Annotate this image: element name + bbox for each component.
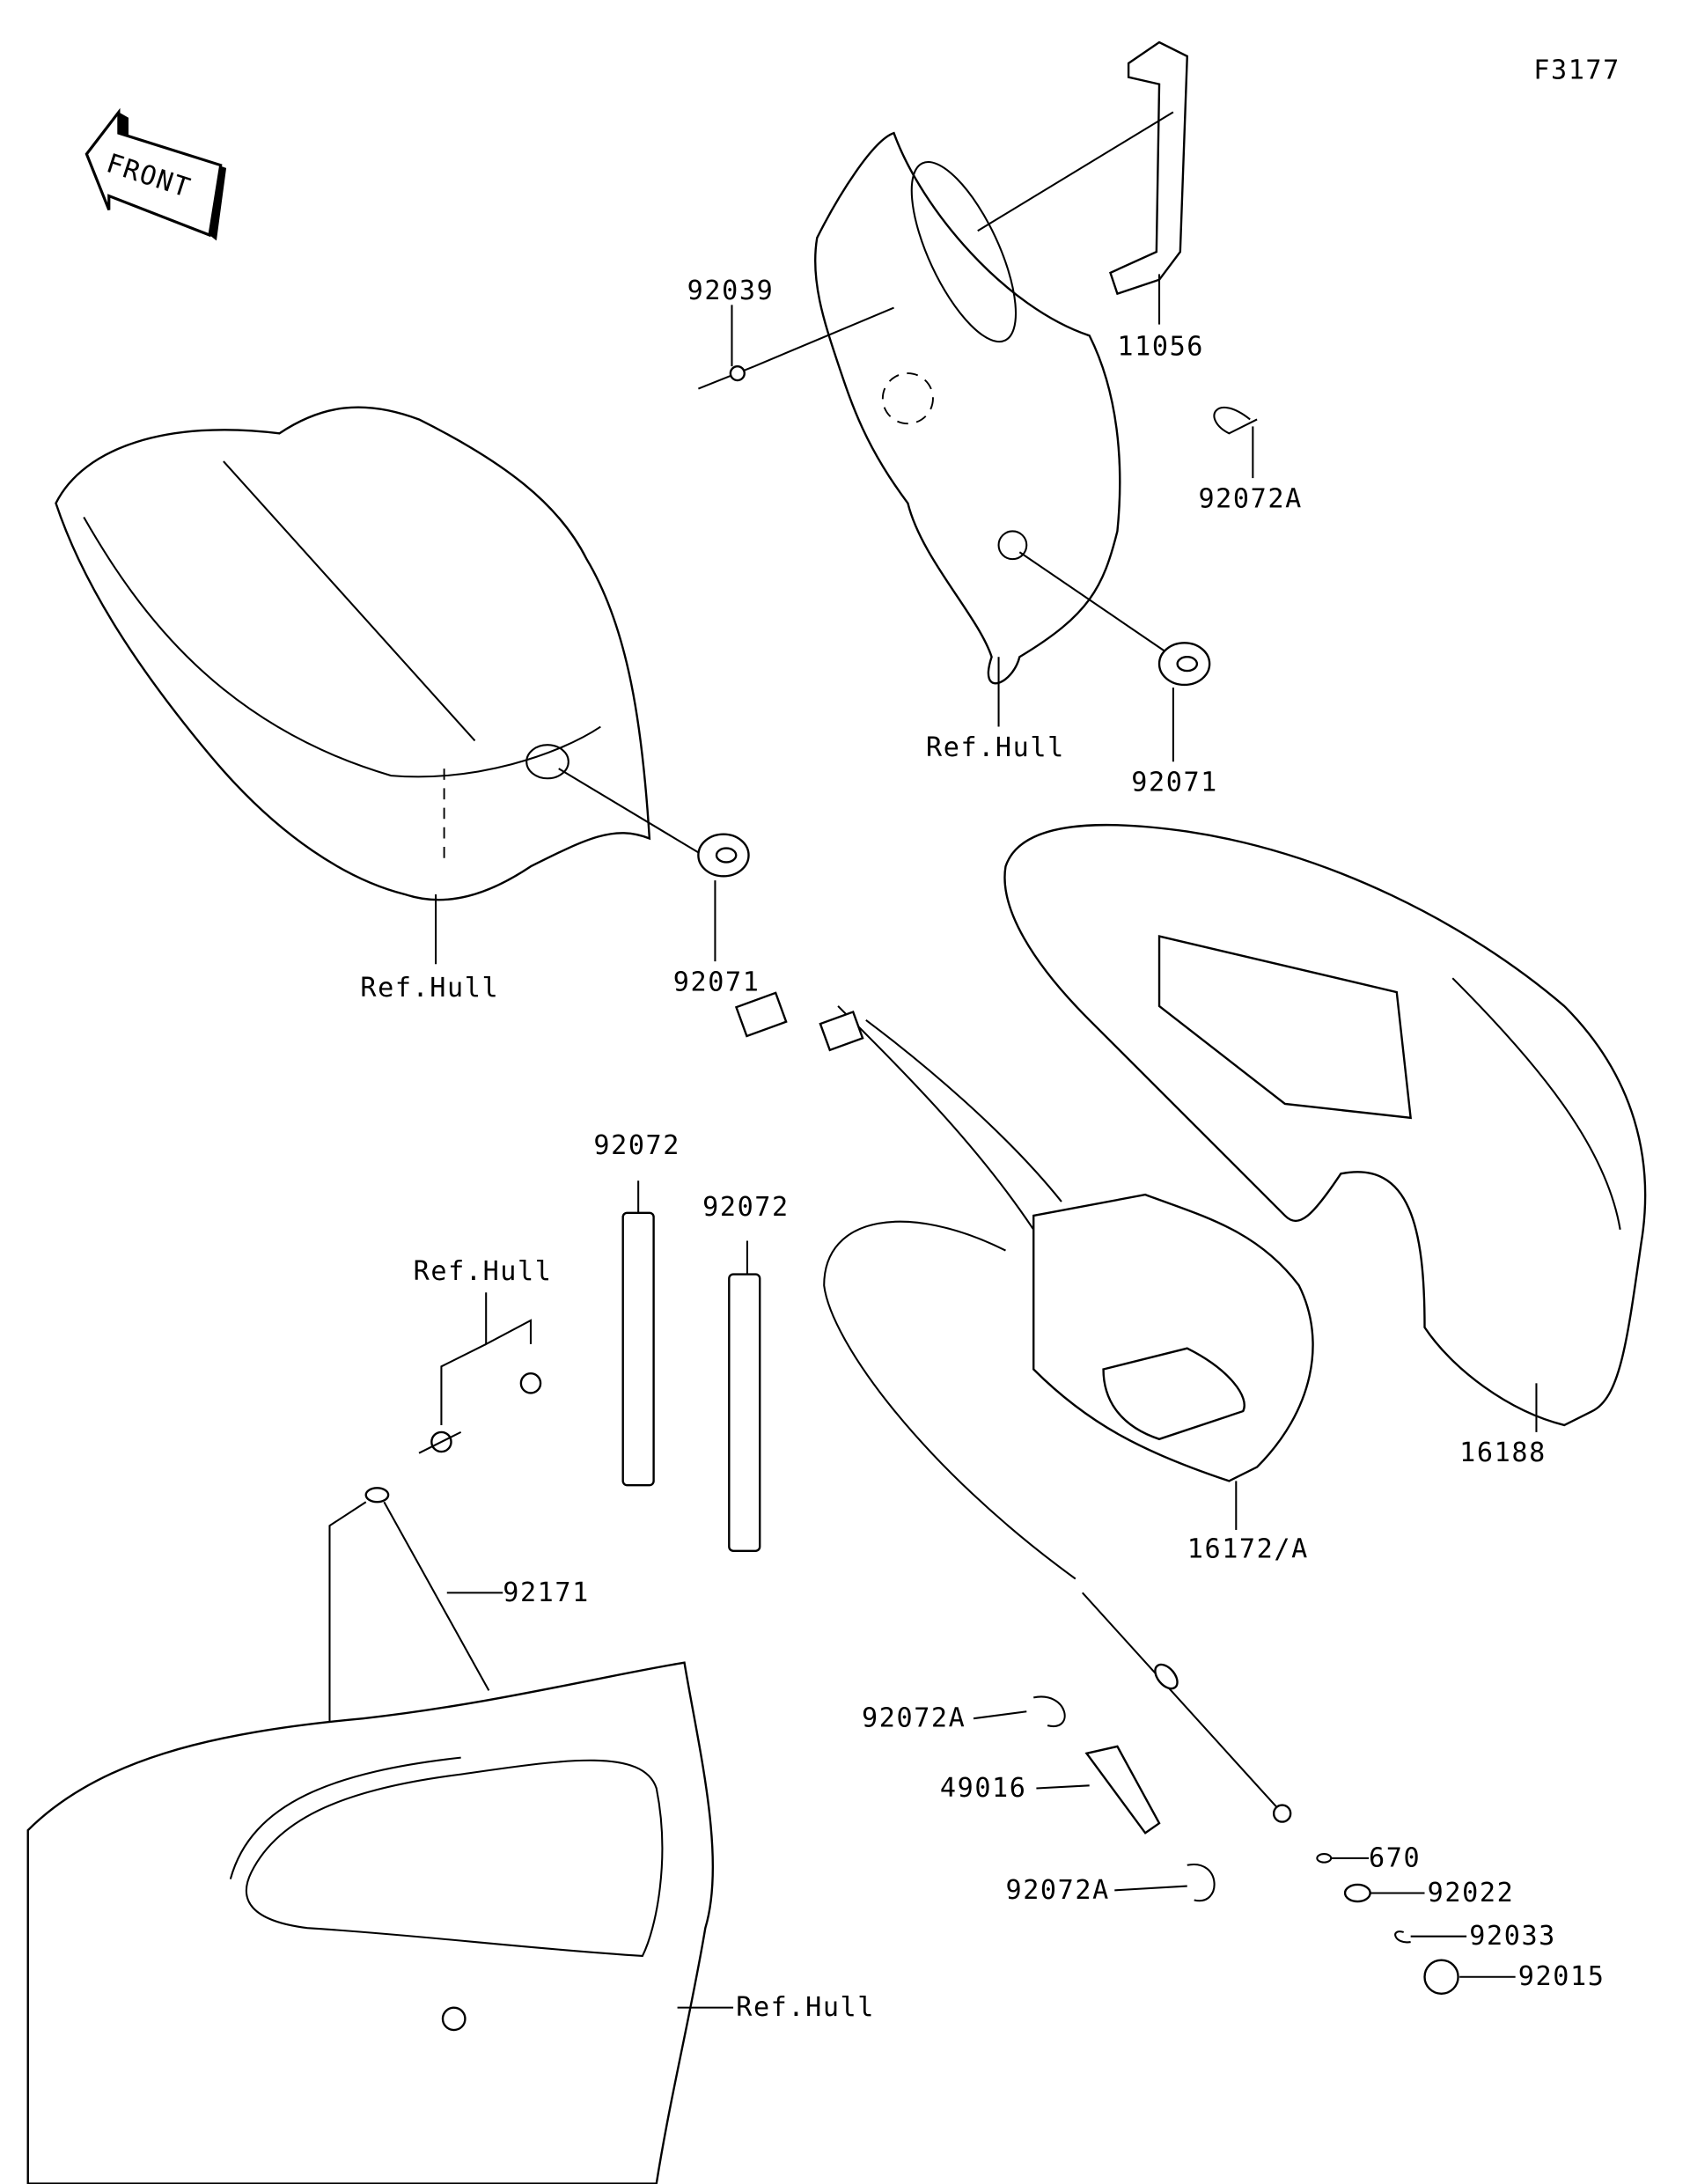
label-92072A-mid: 92072A bbox=[862, 1703, 966, 1734]
grommet-92071-right bbox=[1157, 642, 1211, 687]
pin-92039 bbox=[698, 306, 894, 390]
nut-92015 bbox=[1423, 1959, 1459, 1995]
label-92022: 92022 bbox=[1428, 1878, 1515, 1908]
label-ref-hull-top: Ref.Hull bbox=[926, 732, 1065, 763]
label-ref-hull-mid: Ref.Hull bbox=[414, 1256, 553, 1287]
figure-code: F3177 bbox=[1533, 55, 1620, 85]
clamp-92072A-low bbox=[1187, 1864, 1216, 1902]
label-92039: 92039 bbox=[687, 276, 775, 306]
label-670: 670 bbox=[1369, 1842, 1421, 1873]
label-92072A-top: 92072A bbox=[1198, 483, 1302, 514]
label-16188: 16188 bbox=[1459, 1438, 1547, 1468]
hull-section-top bbox=[814, 131, 1121, 685]
grommet-92071-left bbox=[697, 833, 750, 878]
hull-section-bottom bbox=[26, 1661, 715, 2184]
label-49016: 49016 bbox=[940, 1773, 1027, 1804]
label-16172A: 16172/A bbox=[1187, 1534, 1309, 1565]
lockwasher-92033 bbox=[1394, 1930, 1411, 1944]
label-92071-right: 92071 bbox=[1131, 768, 1218, 798]
label-92033: 92033 bbox=[1469, 1921, 1556, 1952]
label-92072-a: 92072 bbox=[593, 1130, 680, 1161]
nut-icon bbox=[519, 1372, 542, 1394]
front-arrow-icon: FRONT bbox=[84, 107, 227, 241]
clamp-92072A-mid bbox=[1033, 1695, 1066, 1728]
strap-92072-b bbox=[728, 1240, 761, 1552]
boot-49016 bbox=[1084, 1745, 1161, 1835]
strap-92072-a bbox=[621, 1180, 655, 1487]
label-ref-hull-bottom: Ref.Hull bbox=[736, 1992, 875, 2023]
cover-16188 bbox=[1003, 823, 1647, 1427]
label-92072A-low: 92072A bbox=[1005, 1875, 1109, 1906]
label-11056: 11056 bbox=[1117, 331, 1204, 362]
washer-92022 bbox=[1343, 1883, 1371, 1903]
label-ref-hull-left: Ref.Hull bbox=[360, 973, 499, 1004]
label-92015: 92015 bbox=[1518, 1961, 1606, 1992]
hull-section-left bbox=[55, 406, 699, 901]
label-92171: 92171 bbox=[503, 1577, 590, 1608]
clamp-92072A-top bbox=[1213, 406, 1258, 435]
oring-670 bbox=[1316, 1853, 1333, 1864]
unit-16172A bbox=[734, 991, 1314, 1823]
label-92071-left: 92071 bbox=[673, 967, 760, 997]
label-92072-b: 92072 bbox=[702, 1192, 790, 1223]
bracket-11056 bbox=[977, 40, 1188, 296]
